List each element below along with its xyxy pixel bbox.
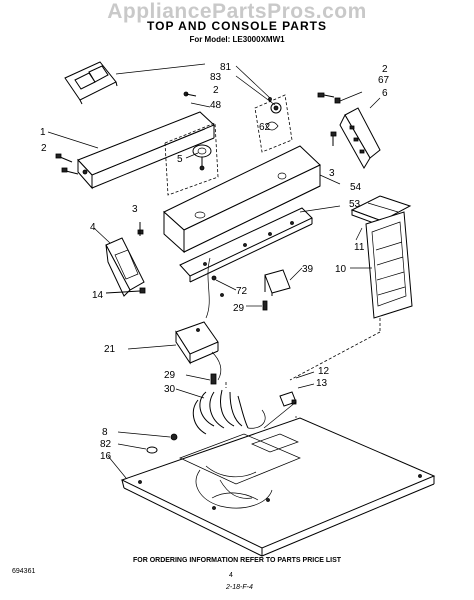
callout-8: 8 <box>102 427 108 438</box>
callout-82: 82 <box>100 439 112 450</box>
callout-53: 53 <box>349 199 361 210</box>
callout-29: 29 <box>233 303 245 314</box>
screw-29-lower <box>185 373 217 385</box>
document-number: 694361 <box>12 568 36 575</box>
callout-6: 6 <box>382 88 388 99</box>
callout-11: 11 <box>354 242 365 253</box>
callout-16: 16 <box>100 451 112 462</box>
part-endcap-4 <box>93 227 145 297</box>
fastener-82 <box>117 443 158 454</box>
callout-2: 2 <box>213 85 219 96</box>
screw-2-left <box>55 153 79 175</box>
part-harness-30 <box>175 388 266 435</box>
callout-2: 2 <box>41 143 47 154</box>
callout-5: 5 <box>177 154 183 165</box>
part-switch-12 <box>263 371 315 429</box>
part-wire-72 <box>205 257 237 319</box>
callout-29: 29 <box>164 370 176 381</box>
fastener-8 <box>117 431 178 441</box>
part-panel-83 <box>64 61 206 105</box>
screw-2-right <box>317 91 363 104</box>
callout-67: 67 <box>378 75 390 86</box>
callout-21: 21 <box>104 344 116 355</box>
callout-3: 3 <box>329 168 335 179</box>
callout-81: 81 <box>220 62 232 73</box>
screw-14 <box>105 287 146 294</box>
callout-labels: 81 83 2 48 2 67 6 1 2 5 62 3 54 53 3 4 1… <box>40 62 390 462</box>
part-console-54 <box>163 145 341 254</box>
assembly-guide-lines <box>225 318 381 388</box>
screw-29-upper <box>246 300 268 311</box>
screw-3-right <box>330 131 337 146</box>
callout-4: 4 <box>90 222 96 233</box>
callout-13: 13 <box>316 378 328 389</box>
callout-30: 30 <box>164 384 176 395</box>
callout-48: 48 <box>210 100 222 111</box>
callout-14: 14 <box>92 290 104 301</box>
model-label: For Model: LE3000XMW1 <box>189 35 285 44</box>
part-console-1 <box>47 111 215 190</box>
page-title: TOP AND CONSOLE PARTS <box>147 19 327 33</box>
ordering-note: FOR ORDERING INFORMATION REFER TO PARTS … <box>132 557 342 564</box>
watermark: AppliancePartsPros.com <box>107 0 367 23</box>
callout-1: 1 <box>40 127 46 138</box>
dashed-box-48 <box>164 91 219 196</box>
callout-39: 39 <box>302 264 314 275</box>
callout-12: 12 <box>318 366 330 377</box>
callout-10: 10 <box>335 264 347 275</box>
page-number: 4 <box>229 572 233 579</box>
part-top-16 <box>107 416 436 557</box>
callout-3: 3 <box>132 204 138 215</box>
part-bracket-53 <box>179 205 341 283</box>
part-timer-21 <box>127 321 222 381</box>
callout-72: 72 <box>236 286 248 297</box>
callout-54: 54 <box>350 182 362 193</box>
callout-62: 62 <box>259 122 271 133</box>
screw-3-left <box>137 222 144 236</box>
part-endcap-6 <box>339 97 381 169</box>
callout-2: 2 <box>382 64 388 75</box>
part-screen-10 <box>350 211 413 319</box>
dashed-box-81 <box>235 65 293 153</box>
callout-83: 83 <box>210 72 222 83</box>
date-code: 2-18-F-4 <box>226 584 253 591</box>
part-switch-39 <box>264 267 303 296</box>
